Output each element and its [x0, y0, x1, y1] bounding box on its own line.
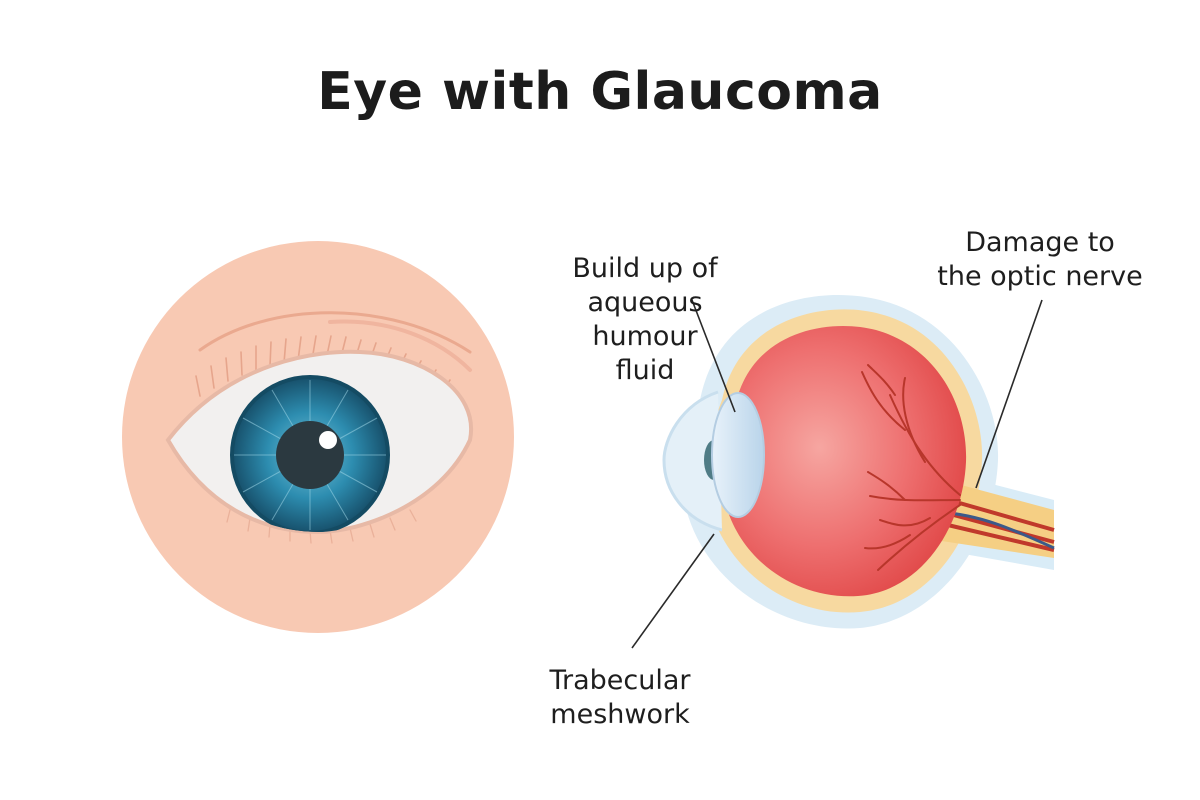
retinal-vessels: [861, 364, 961, 571]
label-line: fluid: [615, 355, 675, 386]
label-line: the optic nerve: [937, 261, 1143, 292]
eyelid-crease: [198, 311, 472, 354]
label-optic-nerve-damage: Damage to the optic nerve: [920, 226, 1160, 294]
brow-fold: [328, 319, 472, 372]
pupil-highlight: [319, 431, 337, 449]
optic-nerve: [935, 478, 1054, 558]
leader-meshwork: [631, 533, 715, 649]
label-line: Trabecular: [549, 665, 691, 696]
leader-nerve: [975, 299, 1043, 489]
cornea: [662, 390, 723, 532]
label-aqueous-fluid: Build up of aqueous humour fluid: [540, 252, 750, 388]
label-line: Damage to: [965, 227, 1115, 258]
label-line: humour: [592, 321, 698, 352]
label-line: Build up of: [572, 253, 718, 284]
lens: [711, 392, 765, 518]
eye-cross-section: [662, 295, 1055, 629]
pupil: [276, 421, 344, 489]
label-trabecular-meshwork: Trabecular meshwork: [520, 664, 720, 732]
external-eye: [122, 241, 514, 633]
eyeball-globe: [721, 325, 967, 597]
label-line: aqueous: [587, 287, 703, 318]
leader-fluid: [691, 299, 736, 413]
diagram-title: Eye with Glaucoma: [317, 62, 883, 122]
label-line: meshwork: [550, 699, 690, 730]
